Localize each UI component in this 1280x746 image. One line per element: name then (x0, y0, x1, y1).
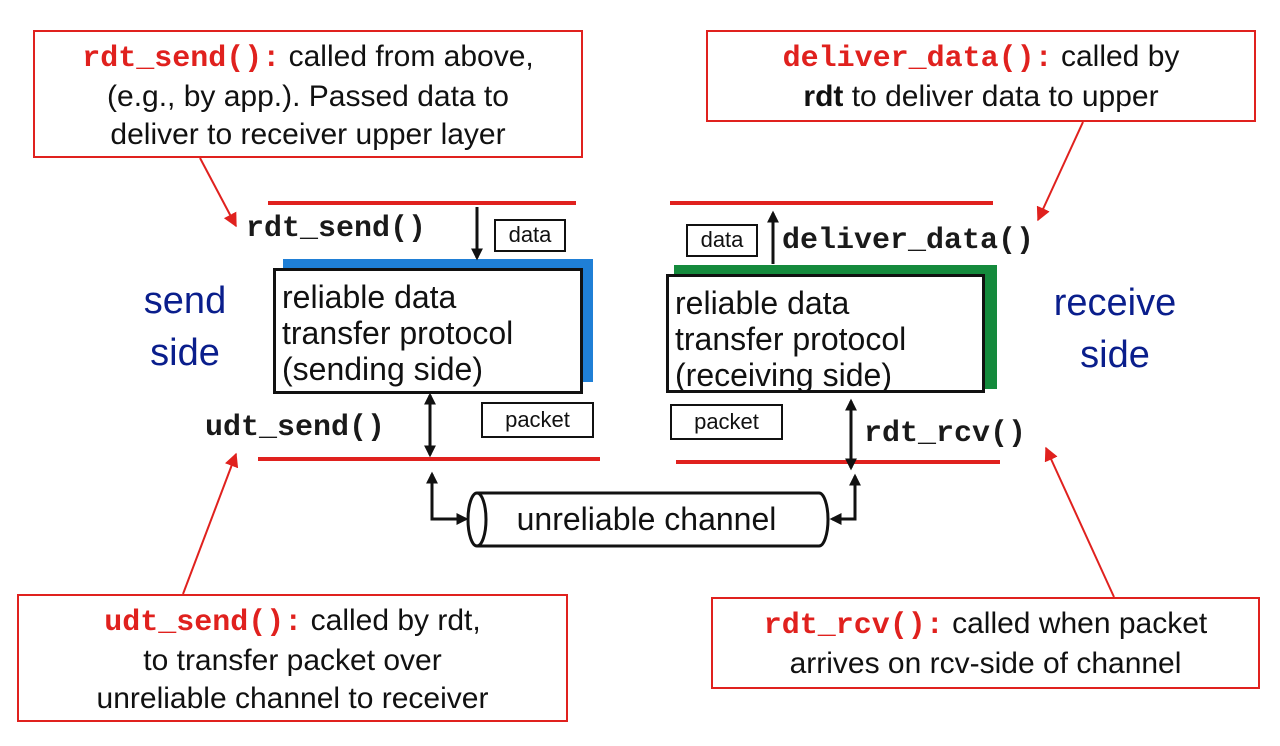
deliver-data-callout-bold: rdt (803, 80, 844, 113)
receiver-channel-connector (829, 473, 861, 525)
receive-side-label: receive side (1030, 277, 1200, 381)
rdt-rcv-callout-line1: called when packet (943, 607, 1208, 640)
deliver-data-callout-line2: to deliver data to upper (843, 80, 1159, 113)
unreliable-channel-pipe (466, 491, 830, 548)
unreliable-channel-label: unreliable channel (516, 501, 777, 537)
sender-protocol-line1: reliable data (282, 279, 457, 315)
rdt-rcv-call-label: rdt_rcv() (864, 417, 1027, 451)
udt-send-callout-line2: to transfer packet over (143, 644, 442, 677)
receiver-protocol-box: reliable data transfer protocol (receivi… (666, 274, 985, 393)
sender-protocol-box: reliable data transfer protocol (sending… (273, 268, 583, 394)
rdt-rcv-callout-line2: arrives on rcv-side of channel (789, 647, 1182, 680)
rdt-send-callout-line2: (e.g., by app.). Passed data to (107, 80, 509, 113)
deliver-data-callout-line1: called by (1052, 40, 1180, 73)
rdt-send-callout: rdt_send(): called from above, (e.g., by… (33, 30, 583, 158)
rdt-rcv-callout-fn: rdt_rcv(): (763, 609, 944, 643)
sender-protocol-line2: transfer protocol (282, 315, 514, 351)
send-side-line1: send (143, 280, 227, 322)
receiver-packet-tag: packet (670, 404, 783, 440)
deliver-data-callout: deliver_data(): called by rdt to deliver… (706, 30, 1256, 122)
deliver-data-callout-fn: deliver_data(): (782, 42, 1053, 76)
sender-data-tag: data (494, 219, 566, 252)
rdt-rcv-callout: rdt_rcv(): called when packet arrives on… (711, 597, 1260, 689)
send-side-label: send side (120, 275, 250, 379)
udt-send-callout-fn: udt_send(): (104, 606, 303, 640)
sender-protocol-line3: (sending side) (282, 351, 483, 387)
rdt-send-callout-fn: rdt_send(): (82, 42, 281, 76)
sender-packet-tag: packet (481, 402, 594, 438)
deliver-data-call-label: deliver_data() (782, 224, 1035, 258)
receiver-data-tag: data (686, 224, 758, 257)
rdt-send-callout-line3: deliver to receiver upper layer (110, 118, 506, 151)
deliver-data-pointer-arrow (1036, 121, 1084, 222)
rdt-send-call-label: rdt_send() (246, 212, 427, 246)
udt-send-callout: udt_send(): called by rdt, to transfer p… (17, 594, 568, 722)
udt-send-callout-line3: unreliable channel to receiver (96, 682, 489, 715)
receiver-protocol-line2: transfer protocol (675, 321, 907, 357)
rdt-send-pointer-arrow (199, 157, 237, 228)
udt-send-callout-line1: called by rdt, (302, 604, 481, 637)
send-side-line2: side (150, 332, 220, 374)
udt-send-pointer-arrow (182, 452, 239, 595)
sender-channel-connector (426, 471, 469, 525)
udt-send-call-label: udt_send() (205, 411, 386, 445)
receive-side-line1: receive (1053, 282, 1177, 324)
receiver-protocol-line1: reliable data (675, 285, 850, 321)
receiver-protocol-line3: (receiving side) (675, 357, 892, 393)
receive-side-line2: side (1080, 334, 1150, 376)
rdt-send-callout-line1: called from above, (280, 40, 534, 73)
rdt-rcv-pointer-arrow (1044, 446, 1115, 598)
